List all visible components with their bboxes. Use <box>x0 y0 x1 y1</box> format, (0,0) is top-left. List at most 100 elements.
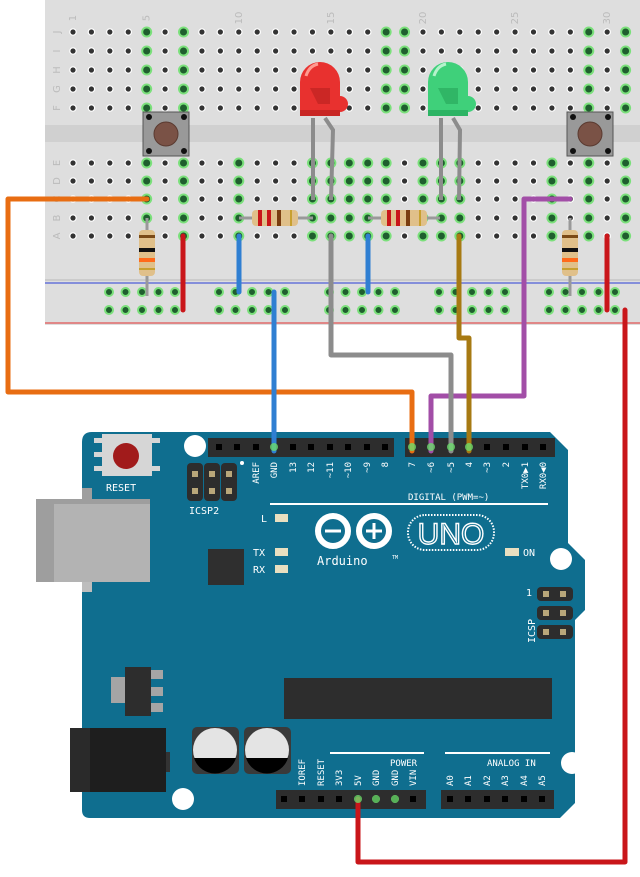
header-pin[interactable] <box>253 444 259 450</box>
header-pin[interactable] <box>539 796 545 802</box>
breadboard-hole <box>399 45 411 57</box>
column-number: 1 <box>68 15 79 21</box>
rail-hole <box>104 287 114 297</box>
header-pin[interactable] <box>382 444 388 450</box>
header-pin[interactable] <box>308 444 314 450</box>
breadboard-hole <box>306 230 318 242</box>
rail-hole <box>170 305 180 315</box>
breadboard-hole <box>69 47 77 55</box>
breadboard-hole <box>233 175 245 187</box>
breadboard-hole <box>492 159 501 167</box>
header-pin[interactable] <box>327 444 333 450</box>
mounting-hole <box>172 788 194 810</box>
breadboard-hole <box>253 85 262 93</box>
breadboard-hole <box>69 214 77 222</box>
arduino-uno-board: RESET ICSP2 <box>36 432 585 818</box>
header-pin[interactable] <box>318 796 324 802</box>
pushbutton-left[interactable] <box>142 111 190 157</box>
breadboard-hole <box>511 66 519 74</box>
header-pin[interactable] <box>345 444 351 450</box>
breadboard-hole <box>106 85 114 93</box>
breadboard-hole <box>474 28 483 36</box>
rail-hole <box>170 287 180 297</box>
breadboard-hole <box>290 177 298 185</box>
breadboard-hole <box>620 157 632 169</box>
breadboard-hole <box>583 212 595 224</box>
red-led[interactable] <box>300 62 348 201</box>
breadboard-hole <box>124 104 133 112</box>
header-pin[interactable] <box>299 796 305 802</box>
breadboard-hole <box>161 232 169 240</box>
column-number: 5 <box>142 15 153 21</box>
breadboard-hole <box>141 175 153 187</box>
led-TX-label: TX <box>253 548 265 559</box>
breadboard-hole <box>417 175 429 187</box>
breadboard-hole <box>546 230 558 242</box>
row-letter: A <box>52 232 63 239</box>
wire-gray[interactable] <box>328 233 454 454</box>
breadboard-hole <box>87 159 96 167</box>
rail-hole <box>593 287 604 297</box>
wire-orange[interactable] <box>5 196 415 454</box>
row-letter: G <box>52 85 63 93</box>
header-pin[interactable] <box>522 444 528 450</box>
wire-red-5v[interactable] <box>355 307 628 865</box>
breadboard-hole <box>345 47 354 55</box>
header-pin[interactable] <box>540 444 546 450</box>
breadboard-hole <box>511 28 519 36</box>
uno-badge <box>407 514 495 551</box>
breadboard-hole <box>234 104 243 112</box>
header-pin[interactable] <box>281 796 287 802</box>
breadboard-hole <box>106 104 114 112</box>
icsp2-label: ICSP2 <box>189 506 219 517</box>
header-pin[interactable] <box>503 444 509 450</box>
wire-purple[interactable] <box>428 196 573 454</box>
capacitor-1 <box>192 727 239 774</box>
breadboard-hole <box>345 66 354 74</box>
header-pin[interactable] <box>521 796 527 802</box>
header-pin[interactable] <box>502 796 508 802</box>
header-pin[interactable] <box>234 444 240 450</box>
breadboard-hole <box>419 47 427 55</box>
green-led[interactable] <box>428 62 476 201</box>
header-pin[interactable] <box>336 796 342 802</box>
header-pin[interactable] <box>410 796 416 802</box>
pushbutton-right[interactable] <box>566 111 614 157</box>
breadboard-hole <box>216 85 225 93</box>
breadboard-hole <box>566 85 575 93</box>
row-letter: H <box>52 66 63 74</box>
header-pin[interactable] <box>364 444 370 450</box>
rail-hole <box>373 305 384 315</box>
breadboard-hole <box>492 195 501 203</box>
breadboard-hole <box>308 28 317 36</box>
digital-pin-label: ~6 <box>427 462 437 473</box>
breadboard-hole <box>124 177 133 185</box>
breadboard-hole <box>474 66 483 74</box>
breadboard-hole <box>198 104 206 112</box>
wire-brown[interactable] <box>456 233 472 454</box>
header-pin[interactable] <box>216 444 222 450</box>
rail-hole <box>544 287 554 297</box>
header-pin[interactable] <box>484 444 490 450</box>
rail-hole <box>483 305 494 315</box>
row-letter: E <box>52 160 63 166</box>
breadboard-hole <box>253 47 262 55</box>
rail-hole <box>560 305 571 315</box>
header-pin[interactable] <box>447 796 453 802</box>
breadboard-hole <box>492 28 501 36</box>
reset-button[interactable] <box>94 434 160 476</box>
breadboard-hole <box>253 104 262 112</box>
breadboard-hole <box>511 232 519 240</box>
rail-hole <box>247 287 257 297</box>
header-pin[interactable] <box>484 796 490 802</box>
breadboard-hole <box>566 177 575 185</box>
header-pin[interactable] <box>465 796 471 802</box>
rail-hole <box>357 305 367 315</box>
digital-pin-label: ~11 <box>326 462 336 478</box>
breadboard-hole <box>492 104 501 112</box>
arduino-logo-text: Arduino <box>317 554 368 568</box>
header-pin[interactable] <box>290 444 296 450</box>
breadboard-hole <box>492 85 501 93</box>
breadboard-hole <box>456 47 464 55</box>
breadboard-hole <box>546 175 558 187</box>
